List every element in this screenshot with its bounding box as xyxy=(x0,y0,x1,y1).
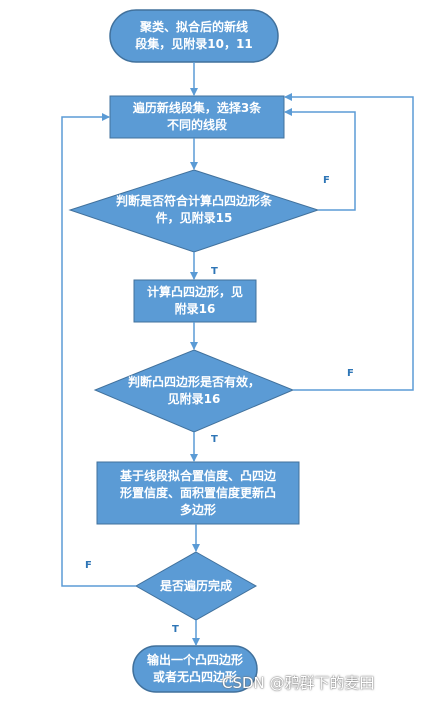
label-check-done-false: F xyxy=(85,560,92,571)
edge-check-valid-false xyxy=(284,93,414,391)
traverse-process xyxy=(109,95,285,139)
update-process xyxy=(96,461,300,525)
label-check-done-true: T xyxy=(172,624,179,635)
update-text: 基于线段拟合置信度、凸四边 形置信度、面积置信度更新凸 多边形 xyxy=(119,468,276,517)
label-check-valid-true: T xyxy=(211,434,218,445)
compute-process xyxy=(133,279,257,323)
compute-text: 计算凸四边形，见 附录16 xyxy=(146,285,243,316)
check-polygon-text: 判断是否符合计算凸四边形条 件，见附录15 xyxy=(115,194,272,225)
edge-check-polygon-false xyxy=(284,108,356,211)
traverse-text: 遍历新线段集，选择3条 不同的线段 xyxy=(132,101,262,132)
check-done-text: 是否遍历完成 xyxy=(159,578,232,593)
label-check-valid-false: F xyxy=(347,368,354,379)
watermark: CSDN @鸦群下的麦田 xyxy=(222,674,375,692)
edge-check-done-false xyxy=(61,113,136,587)
check-valid-text: 判断凸四边形是否有效， 见附录16 xyxy=(127,375,260,406)
start-text: 聚类、拟合后的新线 段集，见附录10，11 xyxy=(135,20,253,51)
label-check-polygon-false: F xyxy=(323,175,330,186)
end-terminal xyxy=(132,645,258,693)
label-check-polygon-true: T xyxy=(211,266,218,277)
end-text: 输出一个凸四边形 或者无凸四边形 xyxy=(146,653,243,684)
